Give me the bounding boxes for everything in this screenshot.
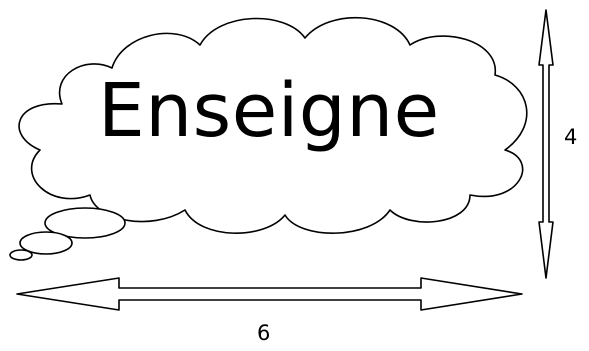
- cloud-title: Enseigne: [98, 68, 440, 154]
- height-dimension-label: 4: [564, 125, 578, 149]
- thought-cloud-shape: [18, 17, 528, 234]
- vertical-double-arrow: [538, 9, 554, 279]
- thought-bubble-large: [44, 207, 126, 239]
- thought-bubble-small: [9, 249, 33, 261]
- horizontal-double-arrow: [16, 277, 523, 311]
- width-dimension-label: 6: [257, 321, 271, 345]
- thought-bubble-medium: [19, 231, 73, 255]
